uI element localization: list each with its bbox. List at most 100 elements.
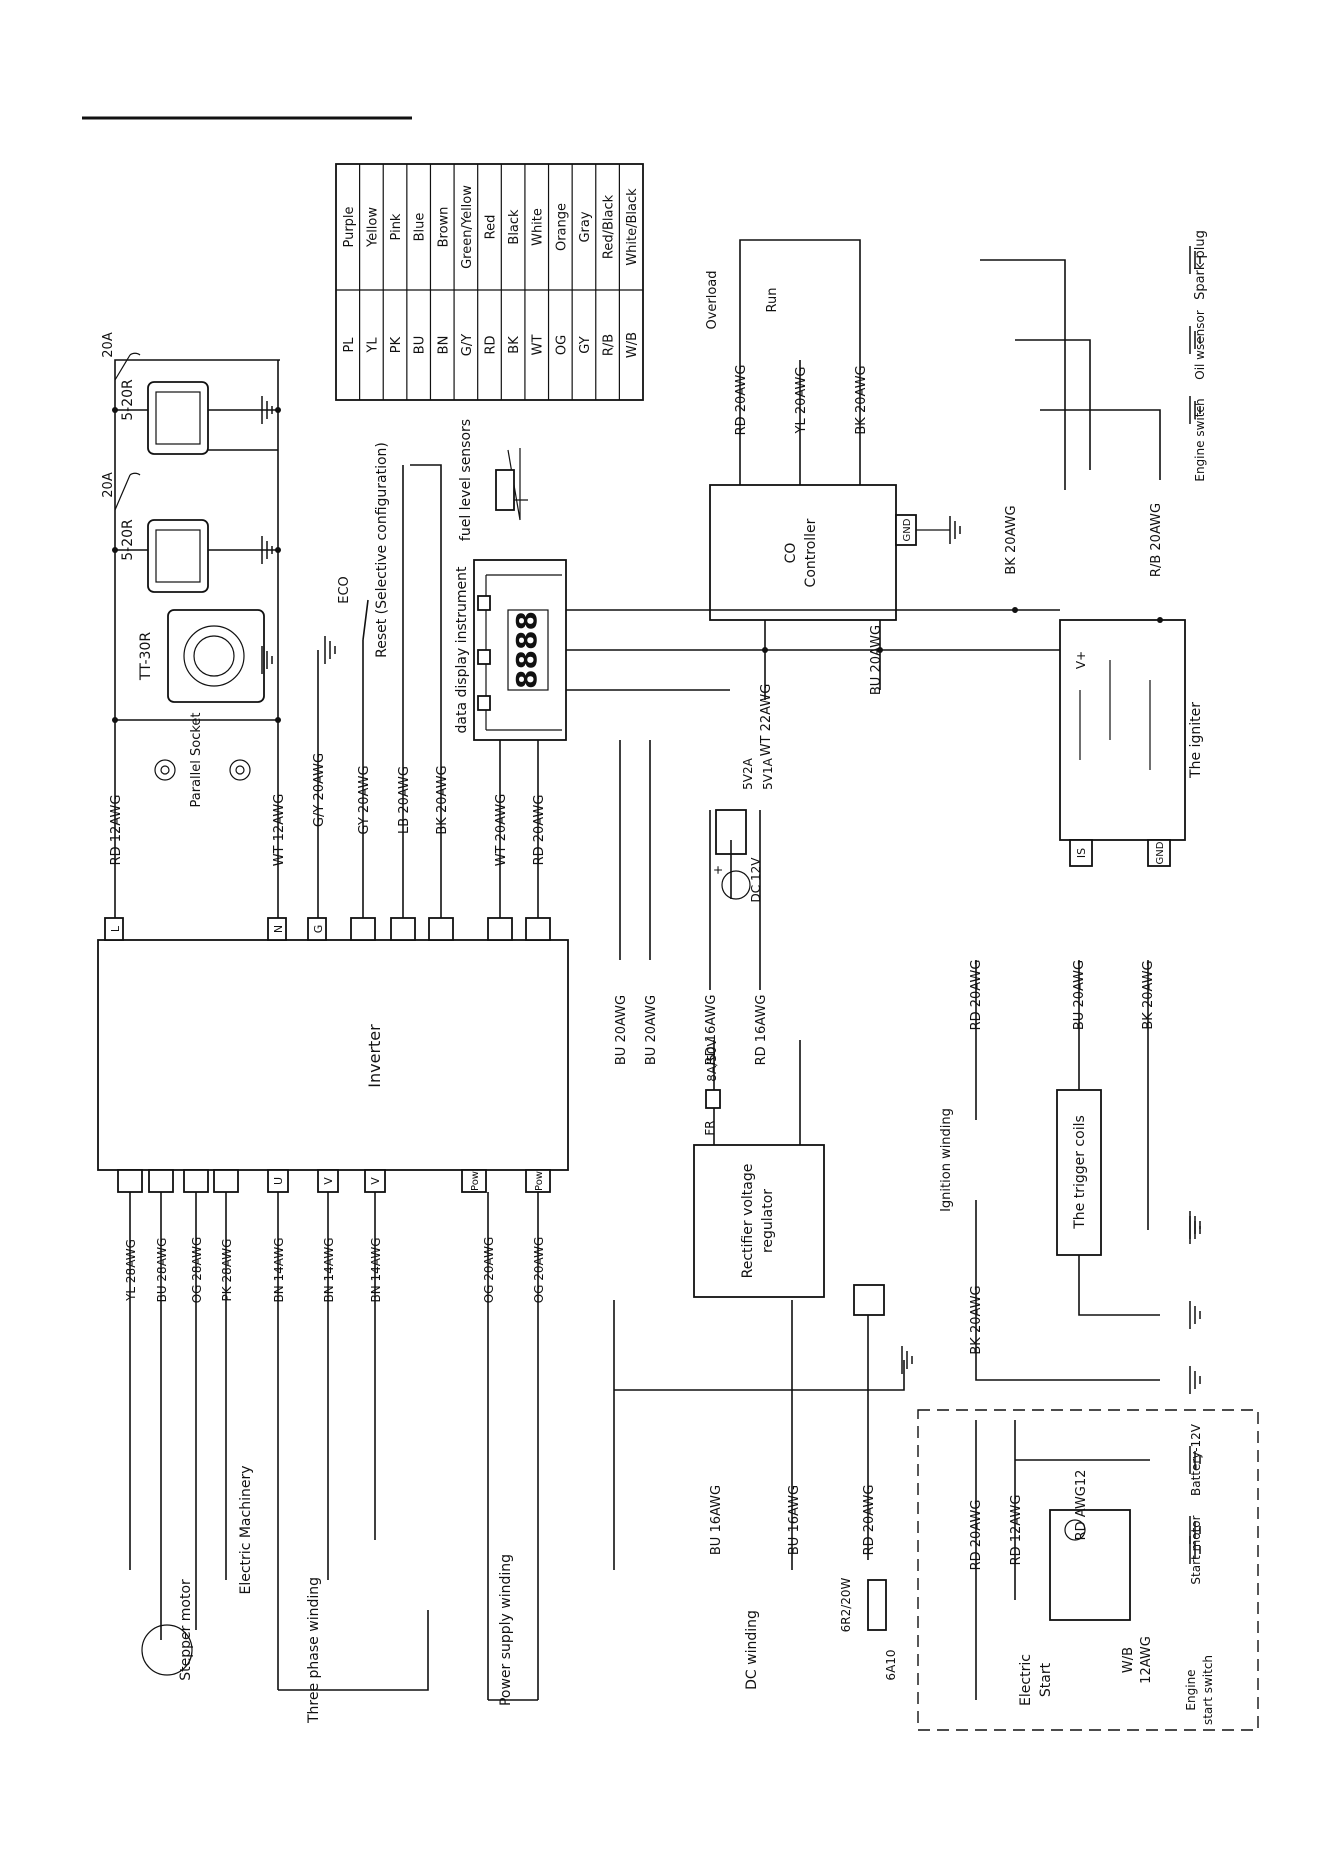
igniter-label: The igniter [1188,702,1204,779]
breaker-20a-b: 20A [101,472,116,498]
wire-rd-20awg: RD 20AWG [532,795,547,866]
junction-dot [112,407,118,413]
wire-bk-20awg-co: BK 20AWG [854,365,869,434]
wire-bk-20awg-gnd: BK 20AWG [1141,960,1156,1029]
stepper-motor-label: Stepper motor [178,1579,194,1681]
junction-dot [275,717,281,723]
legend-code: GY [578,336,593,353]
wire-bk-20awg-oil: BK 20AWG [1004,505,1019,574]
legend-color-name: Red/Black [602,194,617,259]
ground-icon [901,1346,913,1374]
spark-plug-label: Spark plug [1193,230,1208,300]
legend-color-name: Blue [413,213,428,242]
winding-wires [129,1192,539,1701]
ground-icon [261,646,273,674]
controller-label: Controller [803,518,819,587]
run-label: Run [765,288,780,313]
wire-yl-20awg-co: YL 20AWG [794,367,809,435]
rectifier-regulator [693,1040,825,1298]
ground-symbols [261,246,1201,1564]
legend-color-name: White [531,208,546,246]
diode-label: 6A10 [884,1649,898,1680]
parallel-socket-label: Parallel Socket [189,712,204,807]
wire-og-20awg-a: OG 20AWG [482,1237,496,1304]
co-gnd: GND [902,518,913,541]
legend-code: OG [554,335,569,355]
legend-code: WT [531,335,546,356]
legend-code: PL [342,337,357,353]
wire-bu-16awg-b: BU 16AWG [787,1485,802,1555]
wire-bu-20awg-a: BU 20AWG [614,995,629,1065]
socket-tt-30r: TT-30R [138,632,154,681]
junction-dot [112,717,118,723]
wire-rd-16awg-a: RD 16AWG [704,995,719,1066]
ground-icon [1189,1301,1201,1329]
wire-bn-14awg-c: BN 14AWG [369,1237,383,1302]
eco-label: ECO [337,576,352,604]
wire-pk-28awg: PK 28AWG [220,1239,234,1302]
wire-wt-12awg: WT 12AWG [272,794,287,867]
ground-icon [1189,1366,1201,1394]
overload-label: Overload [705,270,720,329]
wire-bk-20awg-win: BK 20AWG [969,1285,984,1354]
pin-pow1: Pow [470,1171,481,1191]
usb-5v1a: 5V1A [761,757,775,789]
igniter-module [980,259,1186,867]
display-digits: 8888 [510,611,543,689]
legend-code: R/B [602,334,617,356]
color-legend: PLPurpleYLYellowPKPinkBUBlueBNBrownG/YGr… [335,163,644,401]
wire-lb-20awg: LB 20AWG [397,766,412,834]
dc-winding-label: DC winding [744,1610,760,1690]
engine-start-box [917,1409,1259,1731]
legend-color-name: Red [484,215,499,240]
fuse-8a-50v: 8A/50V [705,1038,719,1082]
pin-pow2: Pow [534,1171,545,1191]
wire-wt-22awg: WT 22AWG [759,684,774,757]
inverter-label: Inverter [365,1024,384,1088]
data-display-instrument [473,448,567,741]
legend-color-name: Orange [554,203,569,251]
rectifier-label-1: Rectifier voltage [740,1164,756,1279]
wire-bu-28awg: BU 28AWG [155,1238,169,1303]
wire-yl-28awg: YL 28AWG [124,1239,138,1302]
legend-color-name: Green/Yellow [460,185,475,269]
legend-code: PK [389,336,404,353]
junction-dot [275,407,281,413]
battery-label: Battery-12V [1189,1423,1203,1496]
legend-color-name: Gray [578,211,593,242]
legend-color-name: Black [507,209,522,245]
rd-awg12-label: RD AWG12 [1074,1470,1089,1541]
ground-icon [261,536,273,564]
co-label: CO [783,543,799,564]
wire-rd-20awg-dc: RD 20AWG [862,1485,877,1556]
pin-u: U [272,1177,285,1185]
wire-bk-20awg: BK 20AWG [435,765,450,834]
electric-label: Electric [1018,1654,1034,1706]
co-controller [709,239,950,621]
legend-code: G/Y [460,334,475,356]
engine-label: Engine [1184,1669,1198,1710]
pin-v1: V [322,1177,335,1185]
pin-l: L [109,925,122,932]
wire-og-28awg: OG 28AWG [190,1237,204,1304]
junction-dot [1012,607,1018,613]
wire-bn-14awg-a: BN 14AWG [272,1237,286,1302]
wire-bn-14awg-b: BN 14AWG [322,1237,336,1302]
wb-label-2: 12AWG [1139,1636,1154,1684]
sockets-group [114,352,280,781]
interconnect-wires [566,609,1060,960]
resistor-label: 6R2/20W [839,1577,853,1632]
trigger-coils [975,960,1160,1381]
junction-dot [877,647,883,653]
trigger-coils-label: The trigger coils [1072,1115,1088,1230]
igniter-gnd: GND [1155,841,1166,864]
junction-dots [112,407,1163,723]
ground-icon [1189,396,1201,424]
wire-bu-20awg-ign: BU 20AWG [869,625,884,695]
dc-12v-label: DC 12V [749,857,763,903]
socket-5-20r-a: 5-20R [120,379,136,421]
oil-sensor-label: Oil wsensor [1193,310,1207,380]
ground-icon [324,636,336,664]
